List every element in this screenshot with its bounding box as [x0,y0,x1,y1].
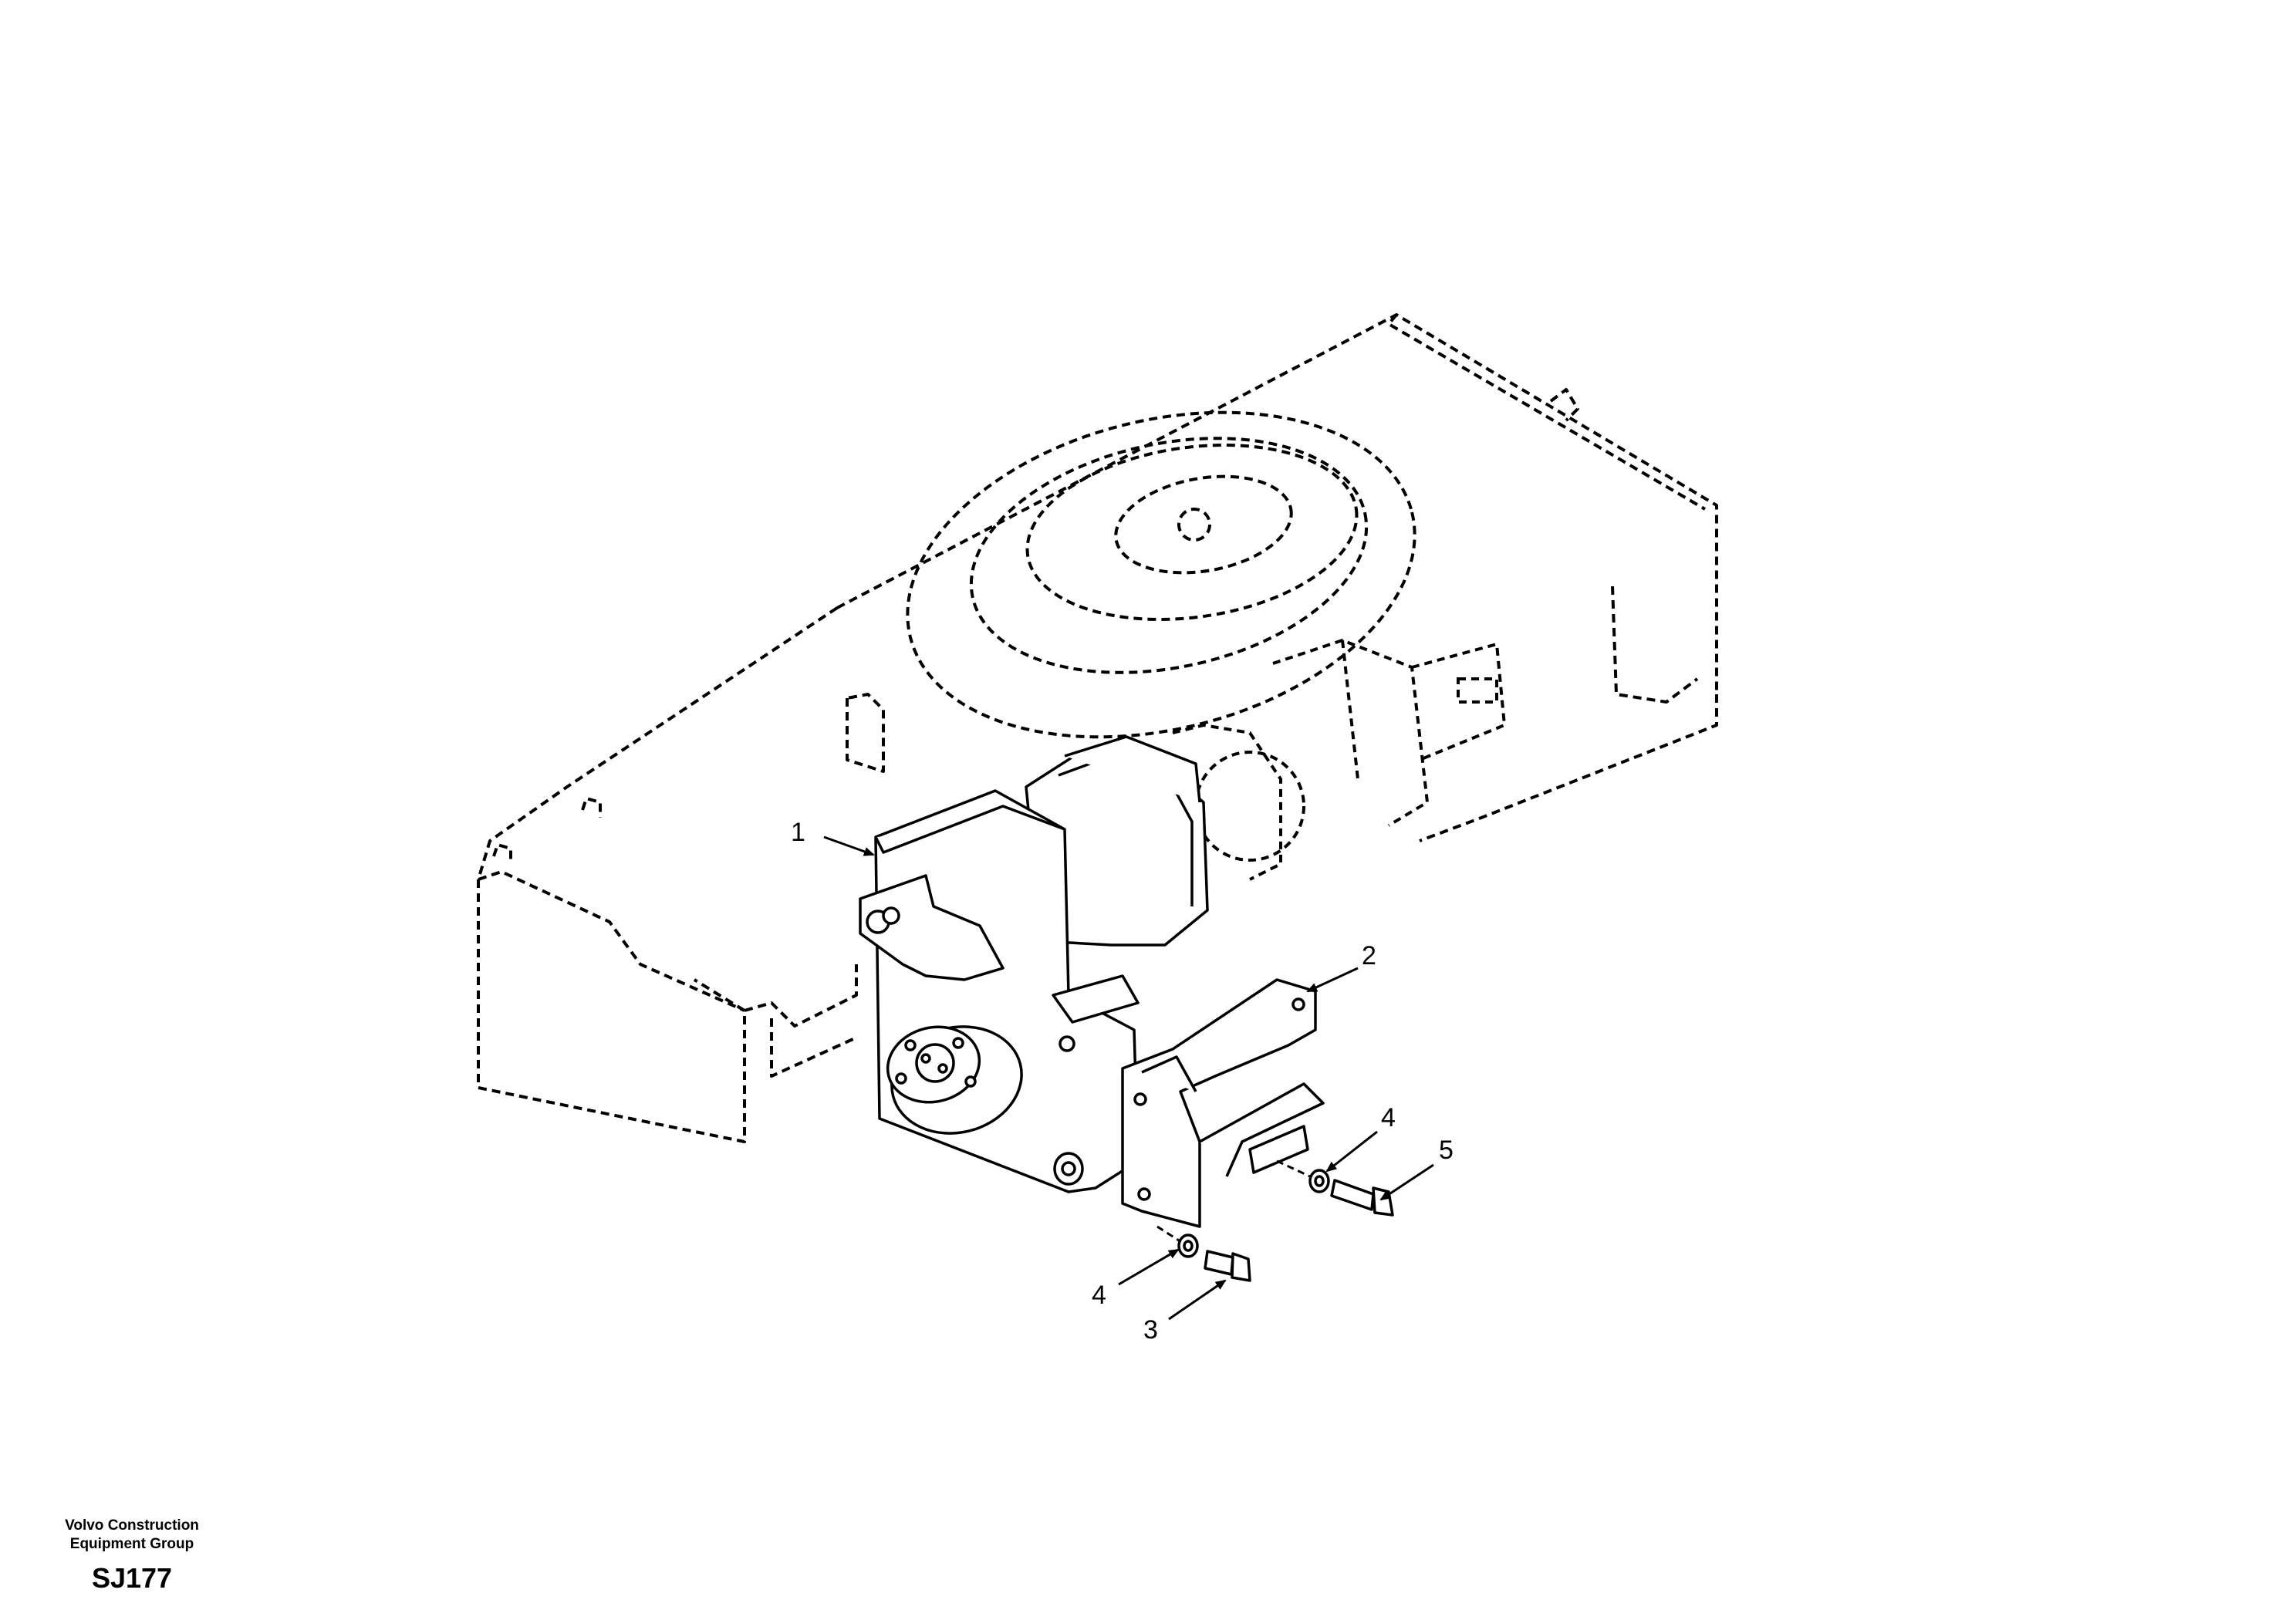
upper-frame [477,313,1718,1143]
part-4-washer-lower [1177,1234,1199,1258]
company-name-line2: Equipment Group [69,1536,194,1552]
callout-4-lower: 4 [1092,1281,1106,1310]
drive-housing [1172,638,1507,881]
callout-1: 1 [791,818,805,847]
company-name-line1: Volvo Construction [65,1517,199,1534]
part-4-washer-upper [1308,1169,1330,1193]
part-1-gearbox [859,735,1209,1193]
leader-1 [823,835,875,856]
callout-4-upper: 4 [1381,1103,1396,1132]
leader-5 [1379,1163,1434,1201]
leader-4a [1325,1130,1378,1173]
part-3-bolt [1204,1250,1251,1282]
callout-5: 5 [1439,1136,1454,1165]
callout-leaders [823,835,1434,1321]
footer-block: Volvo Construction Equipment Group SJ177 [35,1517,228,1595]
leader-3 [1168,1279,1227,1321]
install-lines [1156,1159,1311,1242]
drawing-code: SJ177 [91,1562,173,1594]
part-2-bracket [1121,978,1325,1228]
leader-4b [1118,1248,1180,1286]
callout-3: 3 [1143,1315,1158,1345]
callout-2: 2 [1362,941,1376,970]
part-5-bolt [1330,1179,1394,1217]
leader-2 [1306,967,1359,993]
slewing-ring [906,410,1416,739]
